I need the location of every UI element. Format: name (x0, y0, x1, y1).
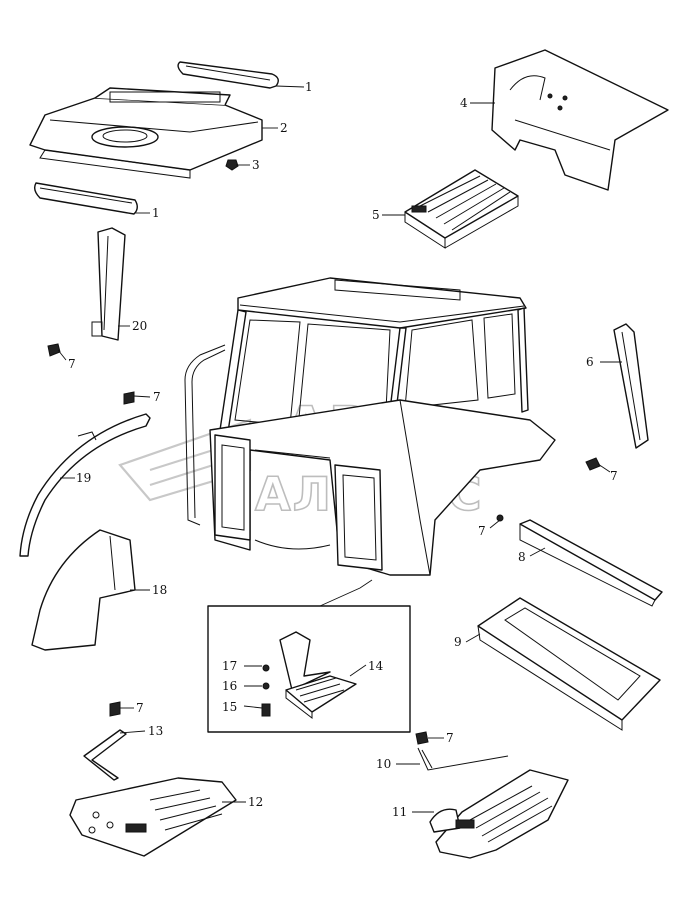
callout-20: 20 (132, 319, 147, 333)
callout-6: 6 (586, 355, 594, 369)
part-20-post-bracket (91, 227, 126, 341)
callout-10: 10 (376, 757, 391, 771)
callout-labels: 1 2 3 1 4 5 20 7 6 7 7 19 7 8 18 9 17 14… (68, 80, 618, 819)
part-19-arc-rail (19, 413, 151, 557)
part-1-lower-strip (33, 182, 138, 215)
callout-17: 17 (222, 659, 237, 673)
callout-15: 15 (222, 700, 237, 714)
callout-7-a: 7 (68, 357, 76, 371)
callout-7-f: 7 (446, 731, 454, 745)
callout-18: 18 (152, 583, 167, 597)
part-1-upper-strip (177, 61, 279, 89)
callout-19: 19 (76, 471, 91, 485)
callout-1-upper: 1 (305, 80, 313, 94)
part-18-fender (31, 529, 136, 651)
part-2-roof-cover (29, 87, 263, 179)
callout-9: 9 (454, 635, 462, 649)
inset-step-detail (207, 579, 411, 733)
callout-16: 16 (222, 679, 237, 693)
callout-leaders (57, 85, 622, 813)
callout-7-d: 7 (478, 524, 486, 538)
callout-11: 11 (392, 805, 407, 819)
part-7-bolt-e (109, 701, 121, 717)
tractor-cab (184, 277, 556, 576)
callout-1-lower: 1 (152, 206, 160, 220)
part-7-bolt-c (123, 391, 135, 405)
callout-13: 13 (148, 724, 163, 738)
callout-7-b: 7 (610, 469, 618, 483)
callout-2: 2 (280, 121, 288, 135)
part-13-bracket (83, 729, 127, 781)
part-4-rear-cover (491, 49, 669, 191)
part-7-bolt-f (415, 731, 429, 745)
part-9-panel (477, 597, 661, 731)
part-6-right-post (613, 323, 649, 449)
part-12-floor-mat-left (69, 777, 237, 857)
callout-7-e: 7 (136, 701, 144, 715)
part-5-vent-grille (404, 169, 519, 249)
part-3-bolt (225, 159, 239, 171)
callout-3: 3 (252, 158, 260, 172)
callout-5: 5 (372, 208, 380, 222)
part-10-rod (417, 747, 509, 771)
part-7-bolt-b (585, 457, 601, 471)
part-11-floor-mat-right (429, 769, 569, 859)
callout-14: 14 (368, 659, 384, 673)
callout-8: 8 (518, 550, 526, 564)
callout-4: 4 (460, 96, 468, 110)
callout-7-c: 7 (153, 390, 161, 404)
part-8-sill (496, 514, 663, 607)
callout-12: 12 (248, 795, 263, 809)
